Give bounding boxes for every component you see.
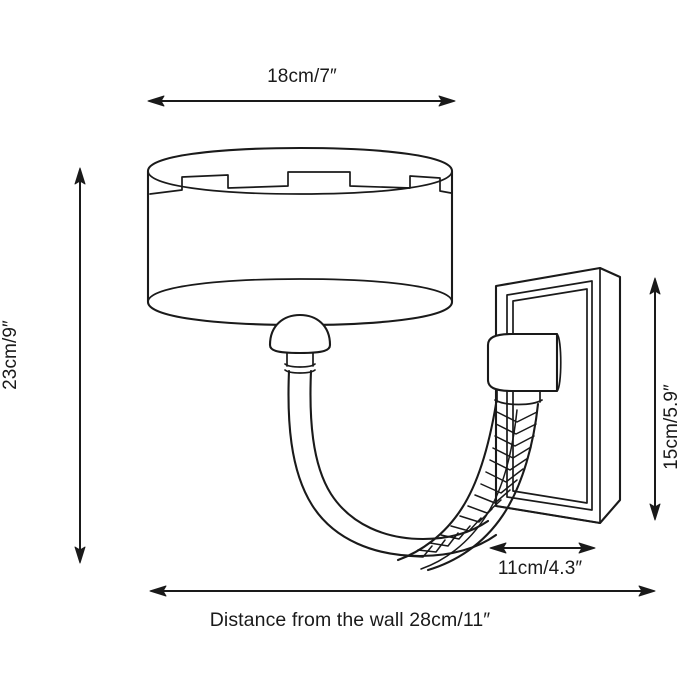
arm-group: [287, 369, 498, 558]
dimension-line-wall-distance: [149, 585, 656, 597]
junction-box-cap: [556, 333, 562, 392]
backplate-inner-frame-2: [512, 288, 588, 504]
dimension-label-shade-width: 18cm/7″: [267, 66, 337, 87]
cord-right-edge: [426, 402, 540, 572]
braided-cord-group: [396, 402, 540, 572]
fitting-neck-collar: [286, 352, 314, 367]
backplate-group: [494, 266, 622, 525]
fitting-collar-ring-2: [284, 369, 316, 374]
dimension-line-backplate-height: [649, 277, 661, 521]
dimension-line-backplate-depth: [489, 542, 596, 554]
dimension-line-width: [147, 95, 456, 107]
backplate-outer: [494, 266, 622, 525]
shade-greek-key-band: [149, 171, 452, 195]
dimension-line-height: [74, 167, 86, 564]
shade-bottom-rim: [147, 278, 453, 303]
dome-fitting: [268, 313, 332, 355]
fitting-collar-ring: [284, 363, 316, 368]
arm-inner-edge: [309, 369, 490, 541]
shade-fitting-group: [268, 313, 332, 374]
junction-box-collar-ring: [494, 399, 543, 406]
caption-wall-distance: Distance from the wall 28cm/11″: [209, 609, 491, 631]
cord-center-spine: [420, 409, 518, 570]
junction-box-group: [486, 332, 562, 406]
dimension-label-backplate-depth: 11cm/4.3″: [497, 558, 583, 579]
lampshade-group: [146, 146, 454, 327]
dimension-label-backplate-height: 15cm/5.9″: [661, 384, 682, 470]
shade-body: [146, 146, 454, 327]
backplate-bottom-edge: [495, 505, 601, 524]
dimension-label-overall-height: 23cm/9″: [0, 320, 21, 390]
arm-outer-edge: [287, 369, 498, 558]
shade-top-rim: [147, 170, 453, 195]
junction-box: [486, 332, 559, 393]
